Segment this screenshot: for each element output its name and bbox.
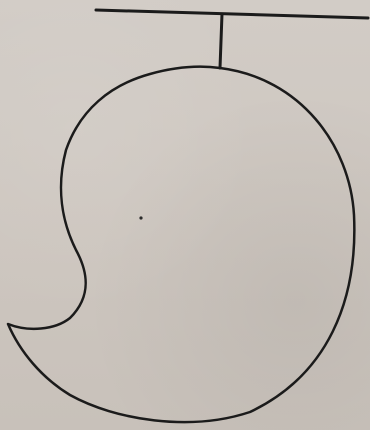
kidney-shaped-outline	[8, 67, 354, 422]
vertical-stem	[220, 14, 222, 68]
center-dot	[139, 216, 142, 219]
horizontal-bar	[96, 10, 368, 18]
